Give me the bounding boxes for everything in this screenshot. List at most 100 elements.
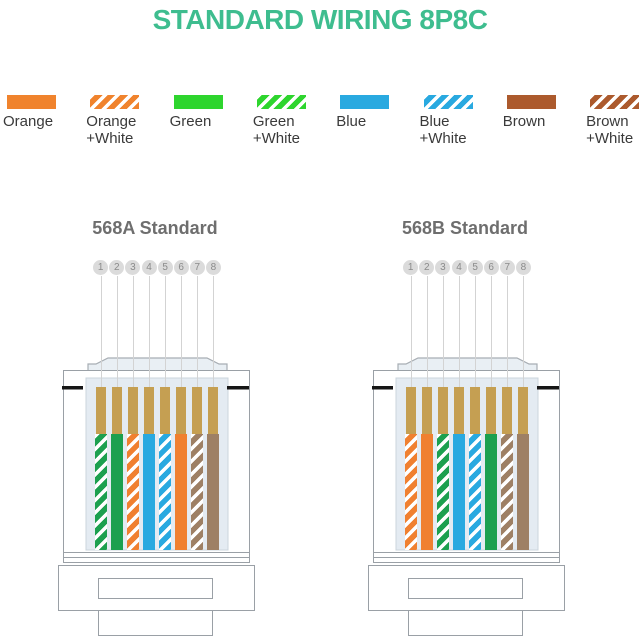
legend-label: Brown [503, 113, 583, 130]
connector-inner-cavity [85, 377, 229, 551]
left-lock-tab [62, 386, 83, 390]
connector-pin [502, 387, 513, 434]
legend-item: Brown [503, 95, 583, 130]
connector-pin [208, 387, 219, 434]
wire-blue [143, 434, 155, 550]
connector-shell-svg [368, 357, 565, 636]
pin-number-badge: 7 [499, 260, 515, 275]
connector-pin [111, 387, 122, 434]
standard-heading: 568B Standard [401, 218, 529, 238]
legend-item: Orange+White [86, 95, 166, 147]
connector-pin [160, 387, 171, 434]
legend-swatch-striped [423, 95, 473, 109]
legend-swatch [7, 95, 56, 109]
right-lock-tab [537, 386, 559, 390]
pin-number-badge: 6 [483, 260, 499, 275]
pin-number-badge: 5 [157, 260, 173, 275]
wire-orange-white [126, 434, 139, 550]
legend-swatch-striped [590, 95, 640, 109]
legend-label-line1: Orange [86, 113, 137, 130]
pin-guide-line [459, 276, 460, 390]
legend-swatch [340, 95, 390, 109]
wire-green-white [436, 434, 449, 550]
legend-label-line1: Blue [419, 113, 450, 130]
legend-label: Brown+White [586, 113, 640, 147]
left-lock-tab [372, 386, 393, 390]
wire-green-white [94, 434, 107, 550]
connector-pin [454, 387, 464, 434]
connector-pin [437, 387, 448, 434]
legend-label-line1: Green [252, 113, 295, 130]
legend-label: Blue [336, 113, 416, 130]
wire-blue [453, 434, 465, 550]
pin-number-badge: 8 [515, 260, 531, 275]
connector-pin [518, 387, 529, 434]
connector-shell-svg [58, 357, 255, 636]
connector-inner-cavity [395, 377, 539, 551]
legend-item: Green [170, 95, 250, 130]
pin-number-badge: 5 [467, 260, 483, 275]
legend-label: Orange+White [86, 113, 166, 147]
legend-label-line1: Orange [3, 113, 54, 130]
cable-stub [408, 610, 523, 636]
latch-clip [87, 357, 228, 372]
legend-swatch [506, 95, 556, 109]
legend-swatch [173, 95, 223, 109]
legend-label-line2: +White [86, 130, 134, 147]
pin-number-badge: 4 [141, 260, 157, 275]
connector-pin [405, 387, 416, 434]
pin-number-badge: 2 [109, 260, 125, 275]
legend-label: Orange [3, 113, 83, 130]
pin-guide-line [426, 276, 428, 390]
pin-guide-line [181, 276, 183, 390]
legend-label-line1: Brown [586, 113, 629, 130]
cable-stub [98, 610, 213, 636]
pin-number-badge: 2 [419, 260, 435, 275]
legend-item: Orange [3, 95, 83, 130]
wire-orange [175, 434, 188, 550]
pin-number-badge: 7 [189, 260, 205, 275]
legend-item: Brown+White [586, 95, 640, 147]
pin-guide-line [197, 276, 199, 390]
connector-pin [144, 387, 154, 434]
connector-shell [40, 357, 270, 636]
pin-guide-line [410, 276, 412, 390]
connector-pin [486, 387, 497, 434]
latch-clip [397, 357, 538, 372]
wire-brown-white [191, 434, 204, 550]
legend-item: Blue [336, 95, 416, 130]
wire-orange [420, 434, 433, 550]
wire-brown [207, 434, 220, 550]
connector-pin [192, 387, 203, 434]
pin-number-badge: 3 [125, 260, 141, 275]
pin-guide-line [475, 276, 477, 390]
legend-item: Blue+White [420, 95, 500, 147]
connector-pin [421, 387, 432, 434]
page-title: STANDARD WIRING 8P8C [152, 4, 488, 35]
pin-guide-line [213, 276, 215, 390]
standard-heading: 568A Standard [92, 218, 218, 238]
right-lock-tab [227, 386, 249, 390]
pin-guide-line [100, 276, 102, 390]
legend-swatch-striped [90, 95, 140, 109]
legend-swatch-striped [256, 95, 306, 109]
connector-shell [350, 357, 580, 636]
connector-pin [127, 387, 138, 434]
wire-brown [517, 434, 530, 550]
pin-number-badge: 8 [205, 260, 221, 275]
legend-label-line2: +White [419, 130, 467, 147]
pin-guide-line [507, 276, 509, 390]
wire-orange-white [404, 434, 417, 550]
pin-guide-line [165, 276, 167, 390]
boot-panel [408, 578, 523, 599]
pin-guide-line [523, 276, 525, 390]
pin-guide-line [116, 276, 118, 390]
pin-number-badge: 1 [93, 260, 109, 275]
wire-blue-white [469, 434, 482, 550]
legend-item: Green+White [253, 95, 333, 147]
legend-label-line2: +White [586, 130, 634, 147]
pin-guide-line [132, 276, 134, 390]
